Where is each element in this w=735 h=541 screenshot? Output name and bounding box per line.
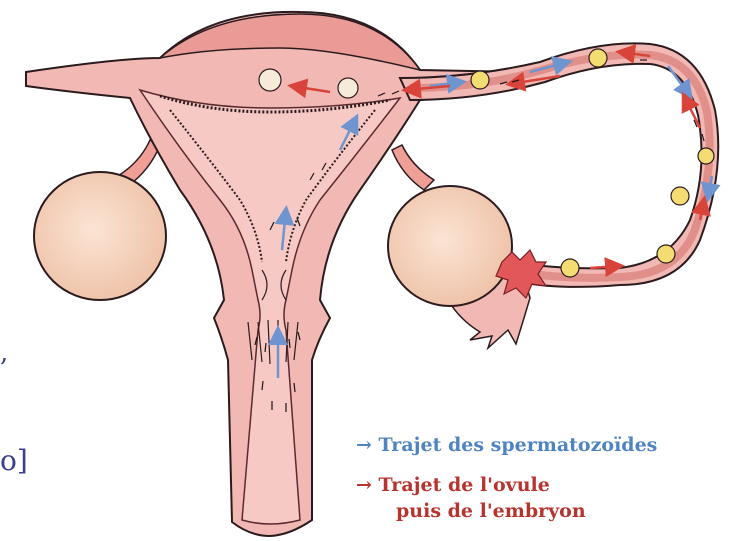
right-ovarian-ligament	[392, 145, 434, 190]
right-arrow-icon: →	[356, 474, 372, 496]
zygote	[671, 187, 689, 205]
legend-ovum-entry: → Trajet de l'ovule	[356, 474, 550, 496]
fertilized-ovum	[657, 245, 675, 263]
legend-sperm-label: Trajet des spermatozoïdes	[379, 434, 658, 456]
right-ovary	[388, 186, 512, 306]
legend-ovum-entry-line2: puis de l'embryon	[396, 500, 586, 522]
morula-cell	[338, 78, 358, 98]
eight-cell-embryo	[589, 49, 607, 67]
legend-ovum-label-line1: Trajet de l'ovule	[379, 474, 550, 496]
left-ovary	[34, 172, 166, 300]
two-cell-embryo	[698, 148, 714, 164]
right-arrow-icon: →	[356, 434, 372, 456]
legend-sperm-entry: → Trajet des spermatozoïdes	[356, 434, 657, 456]
edge-text-fragment: o]	[0, 444, 28, 477]
ovum	[561, 259, 579, 277]
morula-cell	[259, 69, 281, 91]
edge-comma-fragment: ,	[0, 338, 8, 368]
legend-ovum-label-line2: puis de l'embryon	[396, 500, 586, 522]
four-cell-embryo	[471, 71, 489, 89]
